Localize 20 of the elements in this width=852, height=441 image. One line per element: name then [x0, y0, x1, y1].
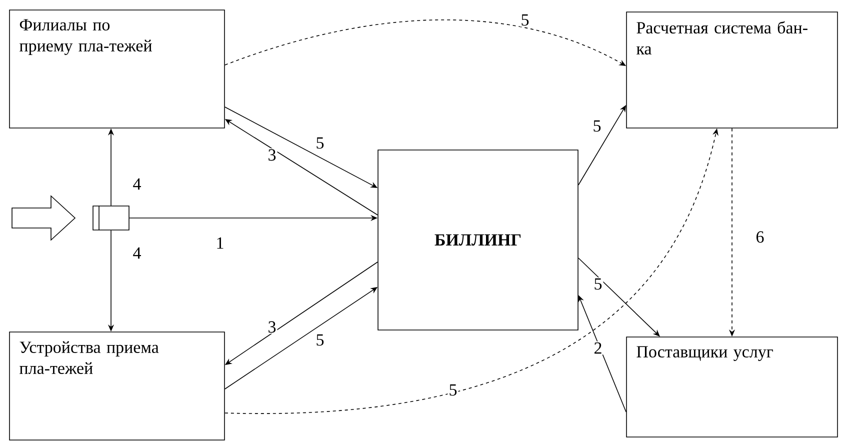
billing-box: БИЛЛИНГ — [378, 150, 578, 330]
edge-label: 5 — [314, 333, 326, 347]
edge-label: 5 — [592, 277, 604, 291]
edge-label: 4 — [132, 177, 142, 191]
edge-label: 1 — [214, 236, 226, 250]
edge-label: 5 — [592, 119, 602, 133]
process-box: Устройства приема пла-тежей — [9, 332, 225, 440]
edge-label: 6 — [754, 230, 766, 244]
edge-label: 5 — [314, 136, 326, 150]
process-box: Поставщики услуг — [626, 336, 838, 438]
edge-label: 2 — [592, 341, 604, 355]
card-icon — [92, 206, 130, 230]
edge-label: 3 — [266, 148, 278, 162]
process-box: Филиалы по приему пла-тежей — [9, 10, 225, 128]
block-arrow — [12, 195, 76, 241]
edge-label: 5 — [520, 13, 530, 27]
process-box: Расчетная система бан-ка — [626, 12, 838, 128]
edge-label: 4 — [132, 246, 142, 260]
edge-label: 5 — [448, 383, 458, 397]
edge-label: 3 — [266, 320, 278, 334]
